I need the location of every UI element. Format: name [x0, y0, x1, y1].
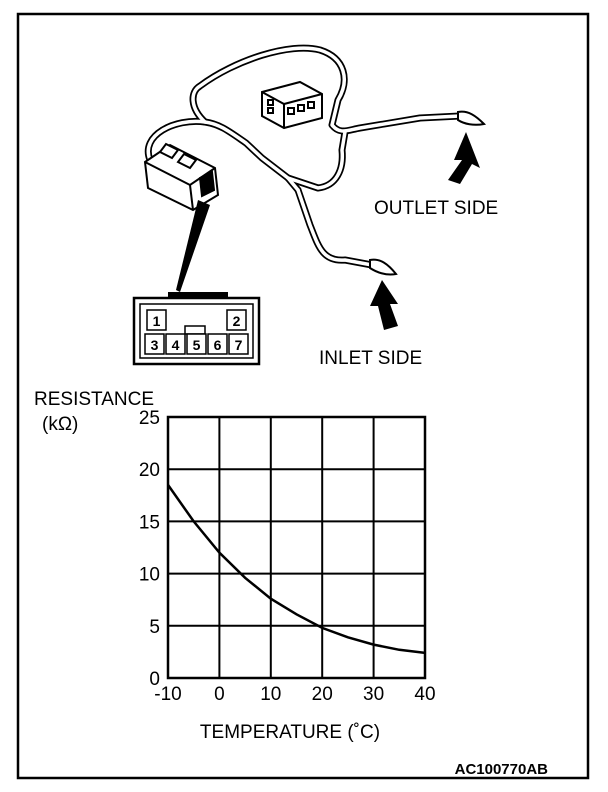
pin-label-1: 1: [153, 313, 161, 329]
y-tick-label: 20: [139, 460, 160, 481]
y-tick-label: 10: [139, 565, 160, 586]
pin-label-3: 3: [151, 337, 159, 353]
inlet-sensor-tip: [369, 258, 398, 276]
pin-box-1: [146, 309, 167, 331]
pin-box-5: [186, 333, 207, 355]
pin-box-7: [228, 333, 249, 355]
x-tick-label: 20: [312, 684, 333, 705]
outer-frame: [16, 12, 590, 780]
x-axis-label: TEMPERATURE (˚C): [200, 722, 380, 743]
pin-label-7: 7: [235, 337, 243, 353]
pin-box-2: [226, 309, 247, 331]
callout-pointer: [176, 200, 210, 292]
resistance-curve: [166, 484, 426, 655]
pin-label-4: 4: [172, 337, 180, 353]
figure-code: AC100770AB: [455, 761, 549, 778]
y-axis-label: RESISTANCE: [34, 389, 154, 410]
outlet-side-label: OUTLET SIDE: [374, 198, 498, 219]
x-tick-label: 0: [214, 684, 225, 705]
outlet-arrow-icon: [448, 132, 480, 184]
inlet-side-label: INLET SIDE: [319, 348, 422, 369]
x-tick-label: -10: [154, 684, 181, 705]
plot-frame: [166, 415, 427, 680]
pin-box-6: [207, 333, 228, 355]
x-tick-label: 10: [260, 684, 281, 705]
x-tick-label: 30: [363, 684, 384, 705]
pin-label-2: 2: [233, 313, 241, 329]
pin-label-5: 5: [193, 337, 201, 353]
inlet-arrow-icon: [370, 280, 398, 330]
y-axis-unit: (kΩ): [42, 414, 78, 435]
main-connector: [143, 142, 220, 212]
x-tick-label: 40: [414, 684, 435, 705]
y-tick-label: 15: [139, 512, 160, 533]
outlet-sensor-tip: [457, 110, 487, 126]
pin-box-4: [165, 333, 186, 355]
pin-box-3: [144, 333, 165, 355]
harness-connector: [261, 80, 323, 130]
y-tick-label: 0: [149, 669, 160, 690]
pin-label-6: 6: [214, 337, 222, 353]
y-tick-label: 25: [139, 408, 160, 429]
y-tick-label: 5: [149, 617, 160, 638]
